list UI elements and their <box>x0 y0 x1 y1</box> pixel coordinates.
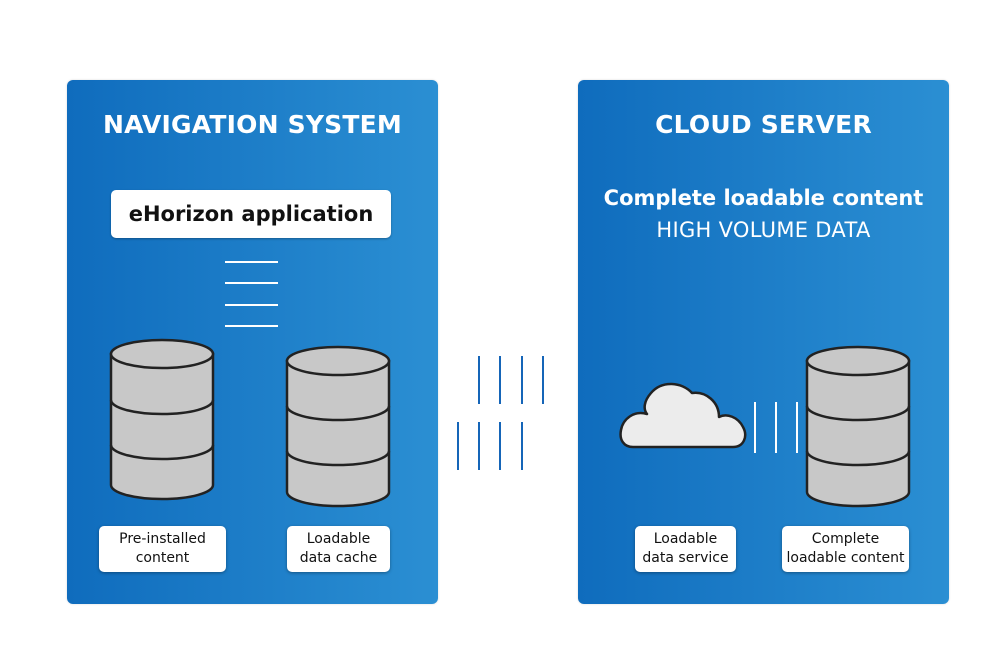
high-volume-data-subheading: HIGH VOLUME DATA <box>656 218 871 242</box>
cloud-database-icon <box>805 345 911 508</box>
complete-loadable-content-line1: Complete <box>811 531 880 547</box>
transfer-lines <box>457 356 544 470</box>
loadable-data-cache-line1: Loadable <box>306 531 371 547</box>
loadable-data-service-line1: Loadable <box>653 531 718 547</box>
preinstalled-content-line1: Pre-installed <box>119 531 206 547</box>
cloud-icon <box>619 382 747 449</box>
app-connector-lines <box>225 261 278 327</box>
loadable-data-service-label: Loadable data service <box>635 526 736 572</box>
navigation-system-panel: NAVIGATION SYSTEM eHorizon application <box>67 80 438 604</box>
data-cache-database-icon <box>285 345 391 508</box>
navigation-system-title: NAVIGATION SYSTEM <box>103 110 402 139</box>
preinstalled-content-line2: content <box>135 550 190 566</box>
loadable-data-cache-label: Loadable data cache <box>287 526 390 572</box>
cloud-connector-lines <box>754 402 798 453</box>
preinstalled-content-label: Pre-installed content <box>99 526 226 572</box>
complete-loadable-content-heading: Complete loadable content <box>603 186 924 210</box>
cloud-server-title: CLOUD SERVER <box>655 110 872 139</box>
loadable-data-service-line2: data service <box>642 550 729 566</box>
preinstalled-database-icon <box>109 338 215 501</box>
cloud-server-panel: CLOUD SERVER Complete loadable content H… <box>578 80 949 604</box>
loadable-data-cache-line2: data cache <box>299 550 378 566</box>
complete-loadable-content-line2: loadable content <box>786 550 905 566</box>
complete-loadable-content-label: Complete loadable content <box>782 526 909 572</box>
ehorizon-application-box: eHorizon application <box>111 190 391 238</box>
